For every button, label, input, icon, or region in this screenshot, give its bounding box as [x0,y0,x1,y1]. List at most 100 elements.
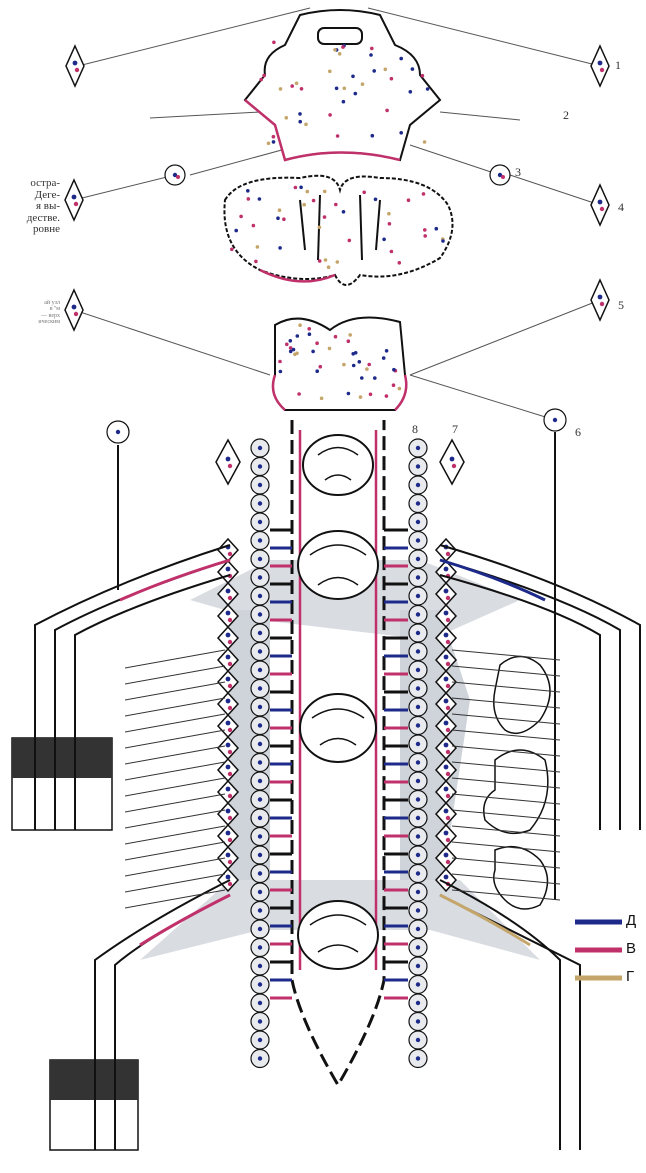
chain-ganglion [409,439,427,457]
label-6: 6 [575,425,581,440]
nucleus-dot [279,370,283,374]
cord-section-thoracic-lower [300,694,376,762]
nucleus-dot [407,198,411,202]
chain-ganglion [409,957,427,975]
nucleus-dot [336,260,340,264]
nucleus-dot [370,47,374,51]
nucleus-dot [367,363,371,367]
chain-ganglion [251,661,269,679]
nucleus-dot [262,74,266,78]
chain-ganglion [409,698,427,716]
nucleus-dot [358,360,362,364]
chain-ganglion [251,754,269,772]
cord-section-lumbar [298,901,378,969]
chain-ganglion [251,865,269,883]
nucleus-dot [298,323,302,327]
nucleus-dot [278,360,282,364]
chain-ganglion [409,606,427,624]
nucleus-dot [295,82,299,86]
nucleus-dot [351,75,355,79]
nucleus-dot [320,397,324,401]
chain-ganglion [251,439,269,457]
nucleus-dot [361,82,365,86]
chain-ganglion [251,680,269,698]
cerebellum-section [224,176,452,285]
nucleus-dot [259,78,263,82]
nucleus-dot [333,48,337,52]
chain-ganglion [251,902,269,920]
chain-ganglion [409,1031,427,1049]
chain-ganglion [251,791,269,809]
nucleus-dot [423,234,427,238]
nucleus-dot [382,356,386,360]
nucleus-dot [311,350,315,354]
chain-ganglion [251,846,269,864]
chain-ganglion [251,717,269,735]
nucleus-dot [296,334,300,338]
ganglion-diamond [591,185,609,225]
nucleus-dot [247,197,251,201]
cord-section-thoracic-upper [298,531,378,599]
nucleus-dot [258,197,262,201]
nucleus-dot [279,87,283,91]
label-4: 4 [618,200,624,215]
nucleus-dot [319,365,323,369]
chain-ganglion [409,902,427,920]
nucleus-dot [348,239,352,243]
nucleus-dot [421,74,425,78]
chain-ganglion [409,661,427,679]
chain-ganglion [409,809,427,827]
chain-ganglion [544,409,566,431]
chain-ganglion [409,846,427,864]
nucleus-dot [256,245,260,249]
chain-ganglion [251,476,269,494]
nucleus-dot [347,392,351,396]
nucleus-dot [318,226,322,230]
chain-ganglion [409,495,427,513]
nucleus-dot [328,113,332,117]
nucleus-dot [354,351,358,355]
nucleus-dot [239,215,243,219]
intestine-outline [494,847,548,909]
chain-ganglion [107,421,129,443]
nucleus-dot [390,77,394,81]
chain-ganglion [251,920,269,938]
nucleus-dot [348,333,352,337]
caption-fragment-main: остра- Деге- я вы- дестве. ровне [0,178,60,236]
nucleus-dot [252,224,256,228]
nucleus-dot [369,53,373,57]
ganglion-diamond [440,440,464,484]
chain-ganglion [165,165,185,185]
nucleus-dot [307,327,311,331]
legend-label-g: Г [626,968,634,985]
nucleus-dot [328,70,332,74]
nucleus-dot [334,335,338,339]
nucleus-dot [399,57,403,61]
chain-ganglion [409,680,427,698]
chain-ganglion [251,976,269,994]
nucleus-dot [423,228,427,232]
nucleus-dot [392,383,396,387]
nucleus-dot [324,258,328,262]
nucleus-dot [334,203,338,207]
nucleus-dot [289,339,293,343]
chain-ganglion [409,624,427,642]
chain-ganglion [251,828,269,846]
nucleus-dot [411,67,415,71]
chain-ganglion [251,698,269,716]
chain-ganglion [409,791,427,809]
chain-ganglion [409,476,427,494]
nucleus-dot [390,250,394,254]
nucleus-dot [399,131,403,135]
ganglion-diamond [65,180,83,220]
chain-ganglion [251,939,269,957]
ganglion-diamond [66,46,84,86]
nucleus-dot [354,92,358,96]
chain-ganglion [490,165,510,185]
nucleus-dot [341,45,345,49]
chain-ganglion [251,643,269,661]
nucleus-dot [306,190,310,194]
chain-ganglion [251,495,269,513]
nucleus-dot [365,367,369,371]
nucleus-dot [300,87,304,91]
